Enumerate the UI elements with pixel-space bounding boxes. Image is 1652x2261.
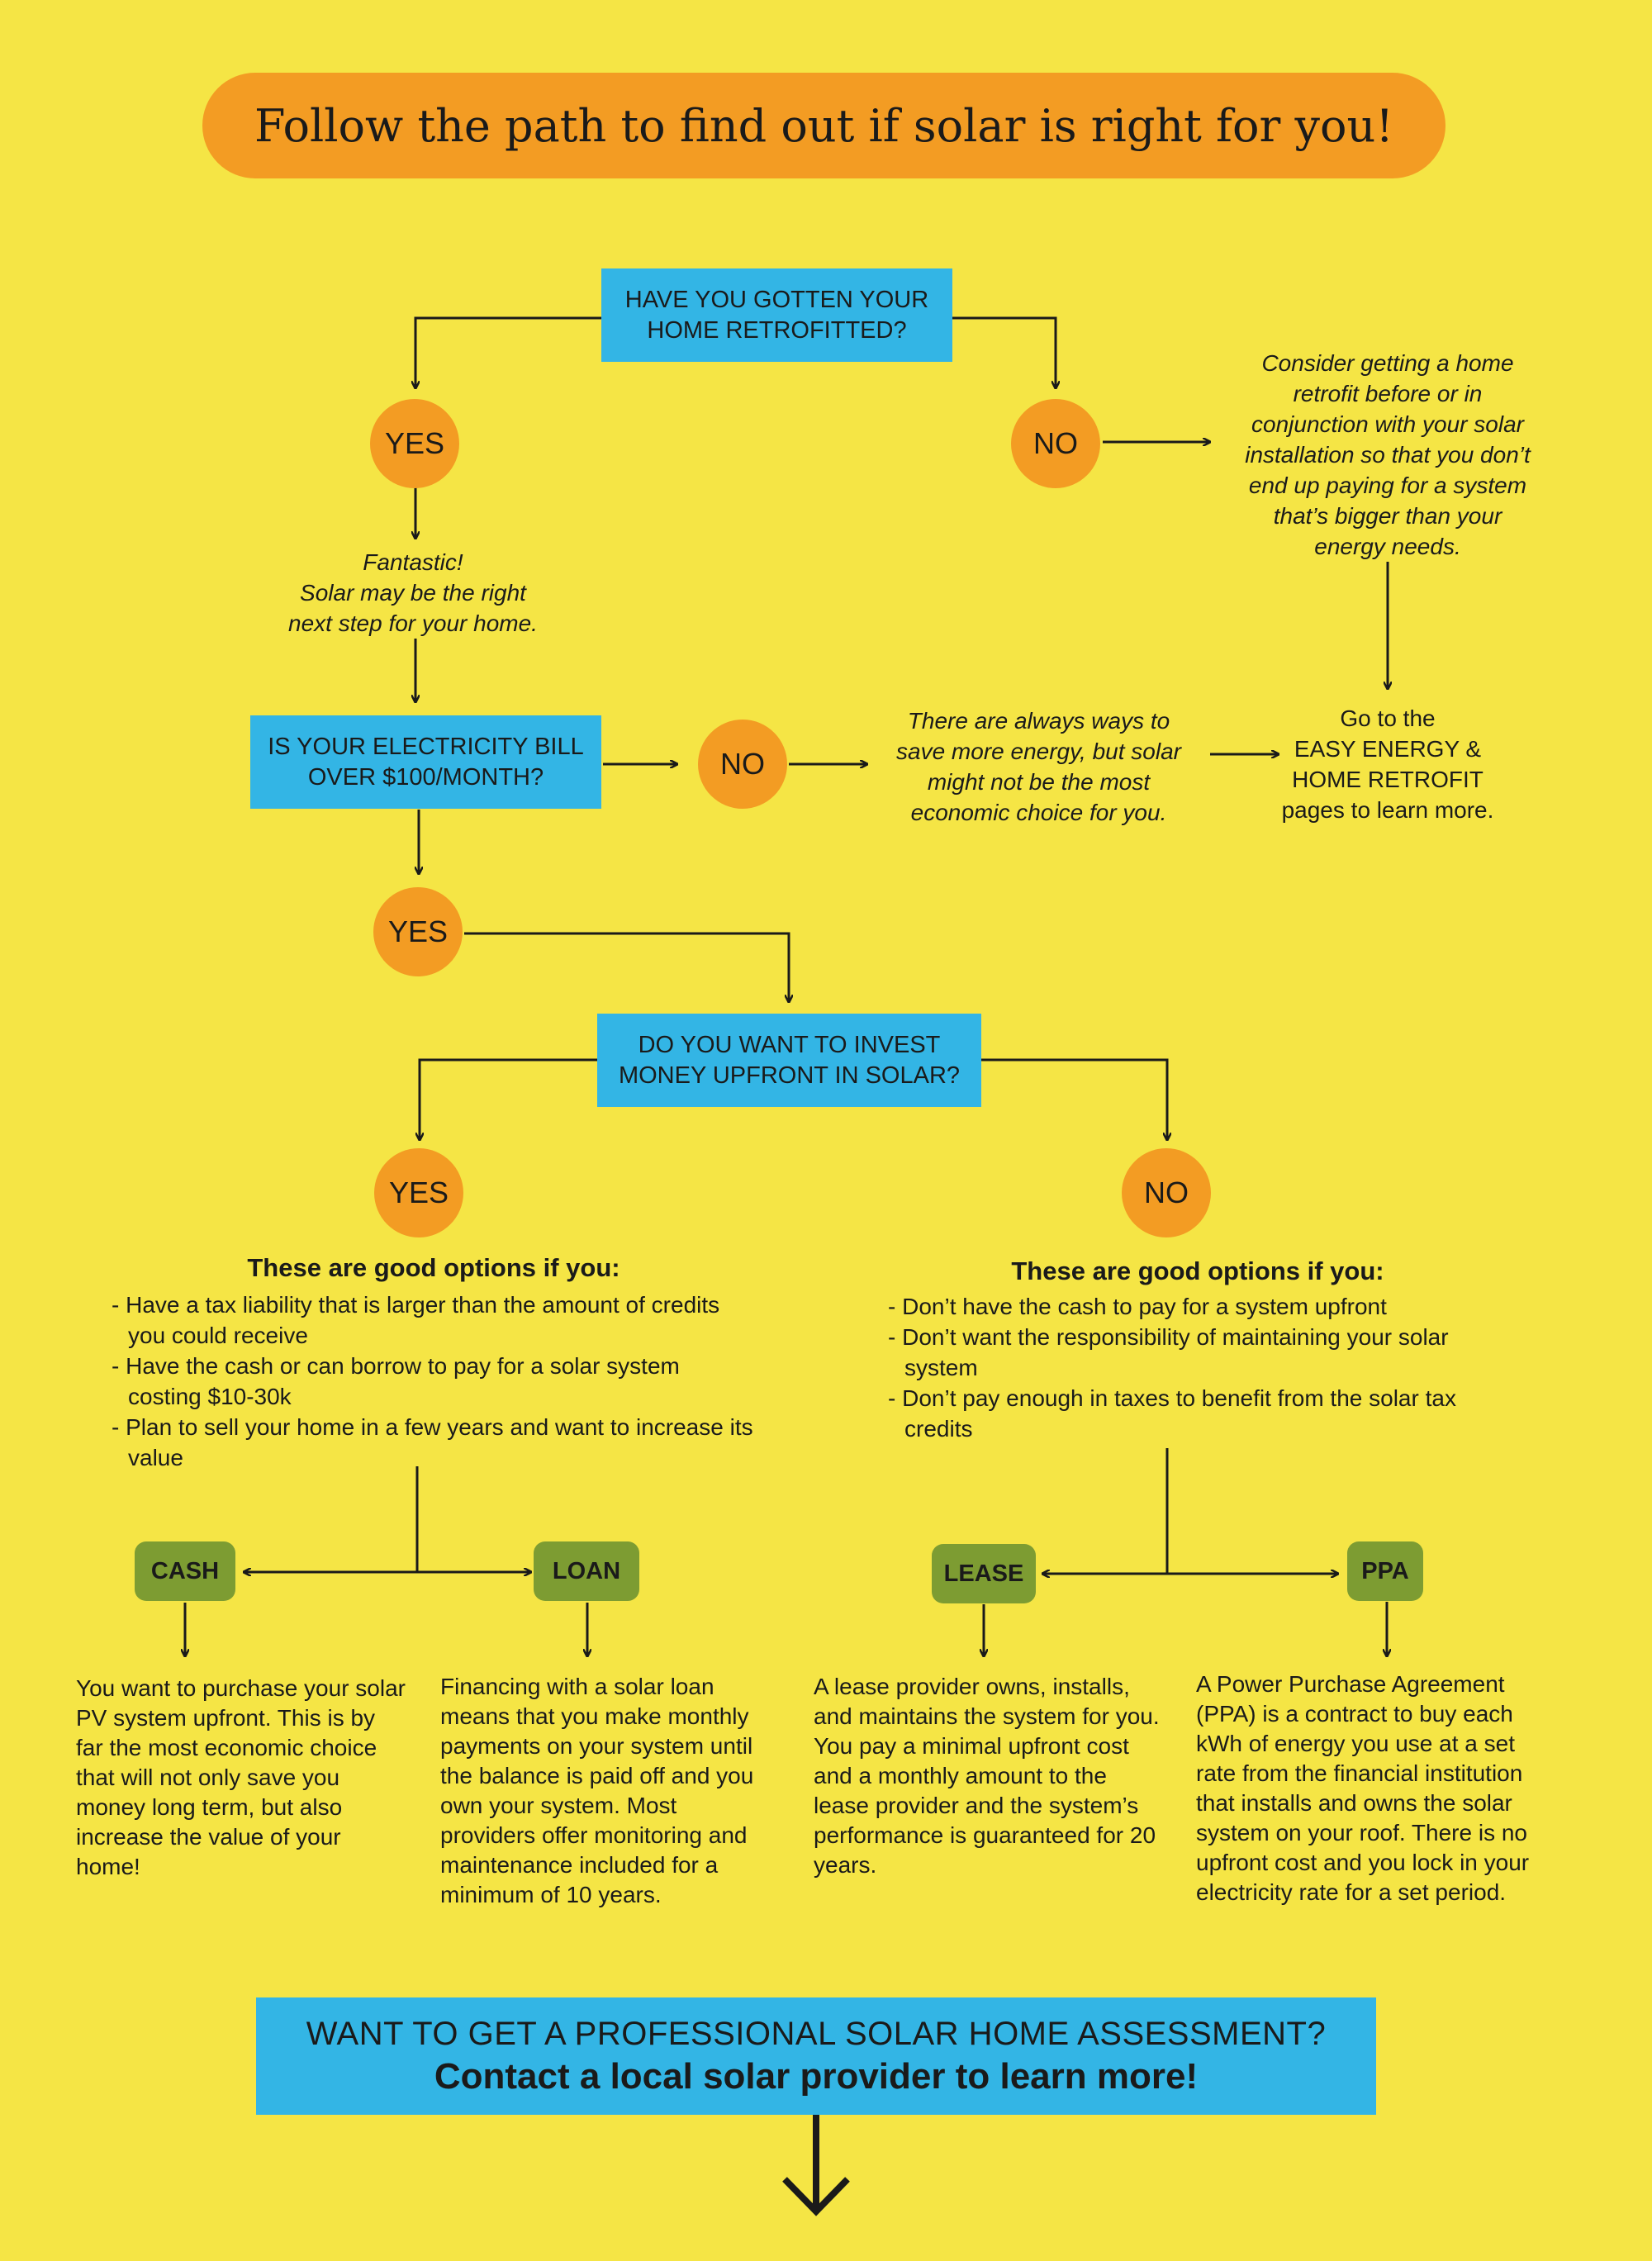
fantastic-text: Fantastic! Solar may be the right next s… bbox=[288, 549, 538, 636]
q2-yes-circle: YES bbox=[373, 887, 463, 976]
connector-q3-yes bbox=[420, 1058, 597, 1140]
cta-box: WANT TO GET A PROFESSIONAL SOLAR HOME AS… bbox=[256, 1997, 1376, 2115]
ppa-pill: PPA bbox=[1347, 1541, 1423, 1601]
cta-contact: Contact a local solar provider to learn … bbox=[434, 2055, 1199, 2097]
list-item: Don’t pay enough in taxes to benefit fro… bbox=[888, 1383, 1491, 1444]
left-options-block: These are good options if you: Have a ta… bbox=[112, 1253, 756, 1473]
list-item: Don’t want the responsibility of maintai… bbox=[888, 1322, 1491, 1383]
bottom-arrow-icon bbox=[782, 2115, 850, 2216]
lease-pill: LEASE bbox=[932, 1544, 1036, 1603]
question-invest-upfront: DO YOU WANT TO INVEST MONEY UPFRONT IN S… bbox=[597, 1014, 981, 1107]
loan-description: Financing with a solar loan means that y… bbox=[440, 1674, 754, 1907]
lease-description: A lease provider owns, installs, and mai… bbox=[814, 1674, 1160, 1878]
connector-q1-no bbox=[952, 316, 1056, 388]
q3-no-circle: NO bbox=[1122, 1148, 1211, 1237]
retrofit-advice-text: Consider getting a home retrofit before … bbox=[1245, 350, 1531, 559]
go-to-pages-text: Go to the EASY ENERGY & HOME RETROFIT pa… bbox=[1281, 705, 1494, 823]
list-item: Don’t have the cash to pay for a system … bbox=[888, 1291, 1491, 1322]
q1-no-circle: NO bbox=[1011, 399, 1100, 488]
list-item: Have a tax liability that is larger than… bbox=[112, 1290, 756, 1351]
q3-yes-circle: YES bbox=[374, 1148, 463, 1237]
connector-q3-no bbox=[981, 1058, 1167, 1140]
cash-description: You want to purchase your solar PV syste… bbox=[76, 1675, 406, 1879]
list-item: Have the cash or can borrow to pay for a… bbox=[112, 1351, 756, 1412]
q2-no-circle: NO bbox=[698, 720, 787, 809]
cash-pill: CASH bbox=[135, 1541, 235, 1601]
question-retrofit: HAVE YOU GOTTEN YOUR HOME RETROFITTED? bbox=[601, 268, 952, 362]
list-item: Plan to sell your home in a few years an… bbox=[112, 1412, 756, 1473]
connector-yes2-q3 bbox=[464, 932, 789, 1002]
left-options-heading: These are good options if you: bbox=[247, 1253, 620, 1282]
ppa-description: A Power Purchase Agreement (PPA) is a co… bbox=[1196, 1671, 1530, 1905]
left-options-list: Have a tax liability that is larger than… bbox=[112, 1290, 756, 1473]
page-title: Follow the path to find out if solar is … bbox=[202, 73, 1446, 178]
right-options-list: Don’t have the cash to pay for a system … bbox=[888, 1291, 1491, 1444]
question-electricity-bill: IS YOUR ELECTRICITY BILL OVER $100/MONTH… bbox=[250, 715, 601, 809]
save-energy-text: There are always ways to save more energ… bbox=[896, 708, 1181, 825]
loan-pill: LOAN bbox=[534, 1541, 639, 1601]
cta-question: WANT TO GET A PROFESSIONAL SOLAR HOME AS… bbox=[306, 2015, 1327, 2052]
connector-q1-yes bbox=[415, 316, 601, 388]
right-options-heading: These are good options if you: bbox=[1011, 1256, 1384, 1285]
q1-yes-circle: YES bbox=[370, 399, 459, 488]
right-options-block: These are good options if you: Don’t hav… bbox=[888, 1256, 1491, 1444]
